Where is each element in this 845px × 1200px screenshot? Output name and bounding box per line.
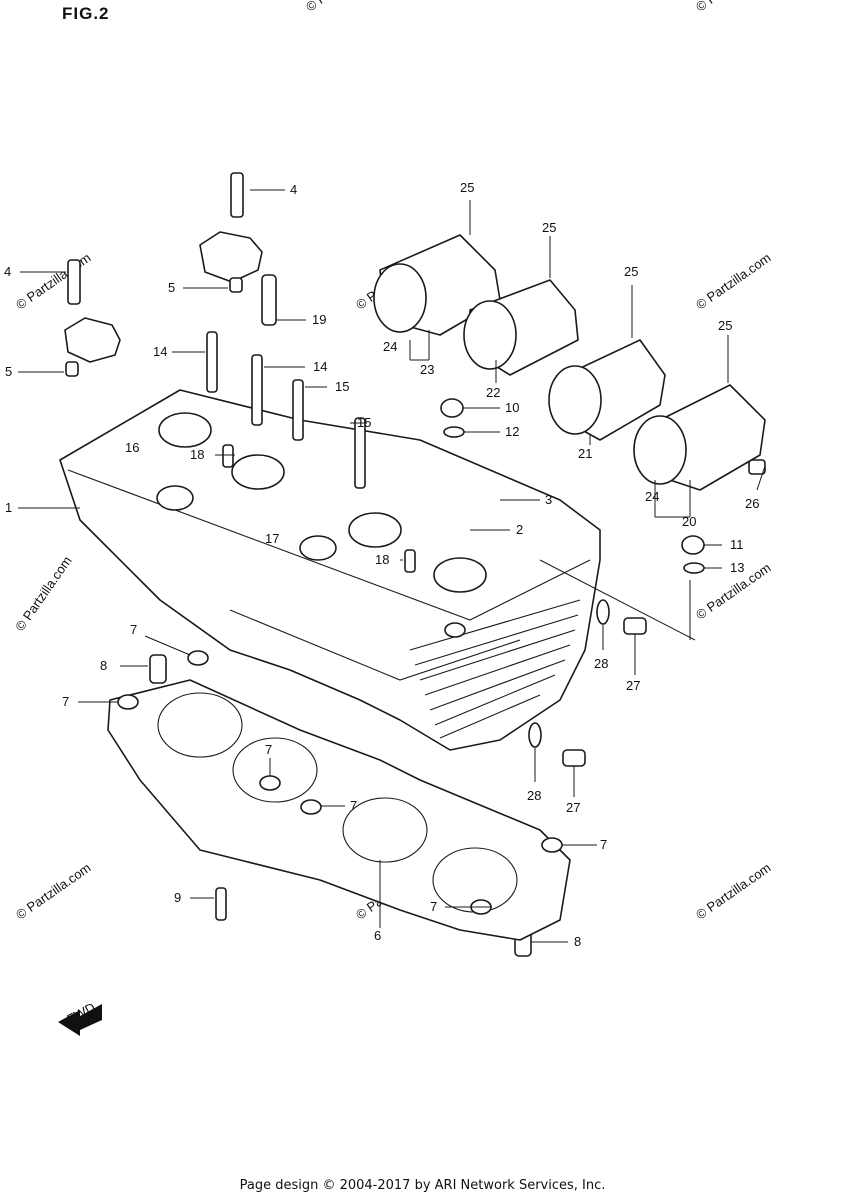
callout-22: 22: [486, 385, 500, 400]
callout-1: 1: [5, 500, 12, 515]
callout-12: 12: [505, 424, 519, 439]
callout-27: 27: [626, 678, 640, 693]
callout-21: 21: [578, 446, 592, 461]
callout-11: 11: [730, 537, 744, 552]
callout-3: 3: [545, 492, 552, 507]
callout-5: 5: [168, 280, 175, 295]
watermark: © Partzilla.com: [693, 860, 773, 923]
fwd-arrow-icon: FWD: [58, 1000, 102, 1036]
callout-25: 25: [542, 220, 556, 235]
callout-26: 26: [745, 496, 759, 511]
leader-lines: [18, 189, 766, 943]
callout-19: 19: [312, 312, 326, 327]
callout-7: 7: [600, 837, 607, 852]
callout-7: 7: [350, 798, 357, 813]
callout-24: 24: [383, 339, 397, 354]
callouts: 1 2 3 4 4 5 5 6 7 7 7 7 7 7 8 8 9 10 11 …: [4, 180, 759, 949]
intake-pipes: [373, 234, 766, 491]
watermark: © Partzilla.com: [303, 0, 383, 14]
callout-27: 27: [566, 800, 580, 815]
callout-10: 10: [505, 400, 519, 415]
figure-title: FIG.2: [62, 4, 110, 23]
callout-7: 7: [430, 899, 437, 914]
callout-15: 15: [335, 379, 349, 394]
callout-18: 18: [375, 552, 389, 567]
callout-28: 28: [527, 788, 541, 803]
callout-17: 17: [265, 531, 279, 546]
callout-7: 7: [265, 742, 272, 757]
callout-18: 18: [190, 447, 204, 462]
callout-14: 14: [313, 359, 327, 374]
callout-8: 8: [100, 658, 107, 673]
callout-8: 8: [574, 934, 581, 949]
callout-25: 25: [624, 264, 638, 279]
callout-15: 15: [357, 415, 371, 430]
callout-9: 9: [174, 890, 181, 905]
watermark: © Partzilla.com: [693, 250, 773, 313]
callout-5: 5: [5, 364, 12, 379]
callout-7: 7: [130, 622, 137, 637]
head-gasket: [107, 679, 571, 941]
callout-24: 24: [645, 489, 659, 504]
callout-14: 14: [153, 344, 167, 359]
callout-4: 4: [4, 264, 11, 279]
cylinder-head: [59, 389, 601, 751]
callout-16: 16: [125, 440, 139, 455]
callout-20: 20: [682, 514, 696, 529]
callout-25: 25: [460, 180, 474, 195]
watermark-prominent: © Partzilla.com: [12, 553, 75, 633]
cooling-fins: [409, 599, 581, 739]
callout-7: 7: [62, 694, 69, 709]
watermark: © Partzilla.com: [693, 0, 773, 14]
callout-28: 28: [594, 656, 608, 671]
callout-13: 13: [730, 560, 744, 575]
callout-4: 4: [290, 182, 297, 197]
watermark: © Partzilla.com: [13, 860, 93, 923]
callout-25: 25: [718, 318, 732, 333]
callout-23: 23: [420, 362, 434, 377]
watermark: © Partzilla.com: [13, 250, 93, 313]
page-footer: Page design © 2004-2017 by ARI Network S…: [239, 1178, 606, 1193]
callout-2: 2: [516, 522, 523, 537]
callout-6: 6: [374, 928, 381, 943]
